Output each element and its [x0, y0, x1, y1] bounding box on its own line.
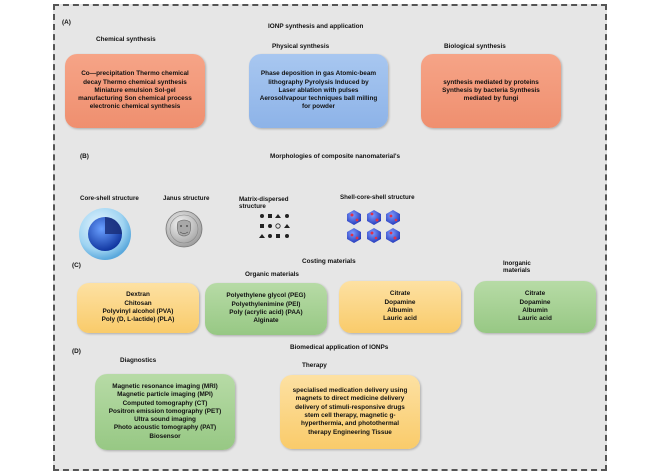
inorganic-heading: Inorganic materials: [503, 260, 531, 275]
coating-item: Lauric acid: [383, 315, 417, 323]
diagnostics-box: Magnetic resonance imaging (MRI) Magneti…: [95, 374, 235, 450]
janus-label: Janus structure: [163, 195, 210, 202]
diagnostics-item: Magnetic particle imaging (MPI): [117, 391, 213, 399]
coating-item: Dopamine: [384, 298, 416, 306]
chemical-line: electronic chemical synthesis: [89, 103, 181, 111]
coating-item: Poly (D, L-lactide) (PLA): [101, 316, 175, 324]
therapy-item: specialised medication delivery using: [292, 387, 408, 395]
physical-line: lithography Pyrolysis Induced by: [268, 78, 369, 86]
diagnostics-item: Ultra sound imaging: [134, 416, 196, 424]
physical-box: Phase deposition in gas Atomic-beam lith…: [249, 54, 388, 128]
therapy-heading: Therapy: [302, 362, 327, 369]
section-d-tag: (D): [72, 348, 81, 355]
coating-item: Polyethylenimine (PEI): [231, 300, 301, 308]
section-c-tag: (C): [72, 262, 81, 269]
core-shell-label: Core-shell structure: [80, 195, 139, 202]
chemical-line: Co—precipitation Thermo chemical: [81, 70, 189, 78]
figure-title: IONP synthesis and application: [268, 23, 364, 30]
biological-heading: Biological synthesis: [444, 43, 506, 50]
chemical-line: decay Thermo chemical synthesis: [83, 78, 187, 86]
costing-heading: Costing materials: [302, 258, 356, 265]
therapy-box: specialised medication delivery using ma…: [280, 375, 420, 449]
coating-box-3: Citrate Dopamine Albumin Lauric acid: [339, 281, 461, 333]
coating-item: Polyethylene glycol (PEG): [226, 292, 306, 300]
inorganic-heading-line: Inorganic: [503, 260, 531, 267]
therapy-item: magnets to direct medicine delivery: [295, 395, 405, 403]
matrix-dispersed-icon: [259, 214, 290, 238]
coating-item: Alginate: [253, 317, 279, 325]
shell-core-shell-clusters-icon: [347, 210, 400, 243]
coating-item: Citrate: [524, 290, 546, 298]
coating-item: Citrate: [389, 290, 411, 298]
janus-coin-icon: [165, 210, 203, 248]
inorganic-heading-line: materials: [503, 267, 531, 275]
coating-item: Poly (acrylic acid) (PAA): [229, 309, 303, 316]
coating-item: Lauric acid: [518, 315, 552, 323]
coating-box-2: Polyethylene glycol (PEG) Polyethylenimi…: [205, 283, 327, 335]
therapy-item: hyperthermia, and photothermal: [300, 420, 399, 428]
coating-box-1: Dextran Chitosan Polyvinyl alcohol (PVA)…: [77, 283, 199, 333]
therapy-item: stem cell therapy, magnetic g-: [304, 412, 396, 419]
coating-item: Albumin: [522, 307, 548, 314]
organic-heading: Organic materials: [245, 271, 299, 278]
matrix-label: Matrix-dispersed structure: [239, 196, 289, 211]
diagnostics-item: Biosensor: [149, 432, 181, 440]
matrix-label-line: structure: [239, 203, 266, 211]
biomedical-heading: Biomedical application of IONPs: [290, 344, 389, 351]
physical-line: Aerosol/vapour techniques ball milling: [259, 95, 378, 103]
chemical-line: manufacturing Son chemical process: [78, 95, 192, 103]
core-shell-sphere-icon: [79, 208, 131, 260]
diagnostics-item: Computed tomography (CT): [122, 399, 208, 407]
matrix-label-line: Matrix-dispersed: [239, 196, 289, 203]
physical-line: Phase deposition in gas Atomic-beam: [260, 70, 377, 78]
shell-core-shell-label: Shell-core-shell structure: [340, 194, 415, 201]
coating-item: Dopamine: [519, 298, 551, 306]
therapy-item: therapy Engineering Tissue: [308, 428, 392, 436]
diagnostics-item: Magnetic resonance imaging (MRI): [112, 382, 218, 390]
chemical-line: Miniature emulsion Sol-gel: [94, 86, 176, 94]
diagnostics-heading: Diagnostics: [120, 357, 157, 364]
biological-line: mediated by fungi: [463, 95, 519, 103]
therapy-item: delivery of stimuli-responsive drugs: [295, 403, 405, 411]
morphologies-heading: Morphologies of composite nanomaterial's: [270, 153, 401, 160]
physical-line: for powder: [301, 103, 335, 111]
coating-item: Polyvinyl alcohol (PVA): [102, 308, 174, 315]
biological-line: Synthesis by bacteria Synthesis: [442, 86, 540, 94]
chemical-box: Co—precipitation Thermo chemical decay T…: [65, 54, 205, 128]
diagnostics-item: Photo acoustic tomography (PAT): [113, 424, 217, 432]
physical-heading: Physical synthesis: [272, 43, 330, 50]
coating-item: Albumin: [387, 307, 413, 314]
coating-item: Dextran: [126, 291, 150, 299]
biological-box: synthesis mediated by proteins Synthesis…: [421, 54, 561, 128]
coating-box-4: Citrate Dopamine Albumin Lauric acid: [474, 281, 596, 333]
section-b-tag: (B): [80, 153, 89, 160]
diagnostics-item: Positron emission tomography (PET): [108, 407, 222, 415]
coating-item: Chitosan: [124, 299, 152, 307]
chemical-heading: Chemical synthesis: [96, 36, 156, 43]
section-a-tag: (A): [62, 19, 71, 26]
biological-line: synthesis mediated by proteins: [443, 78, 539, 86]
physical-line: Laser ablation with pulses: [278, 86, 359, 94]
